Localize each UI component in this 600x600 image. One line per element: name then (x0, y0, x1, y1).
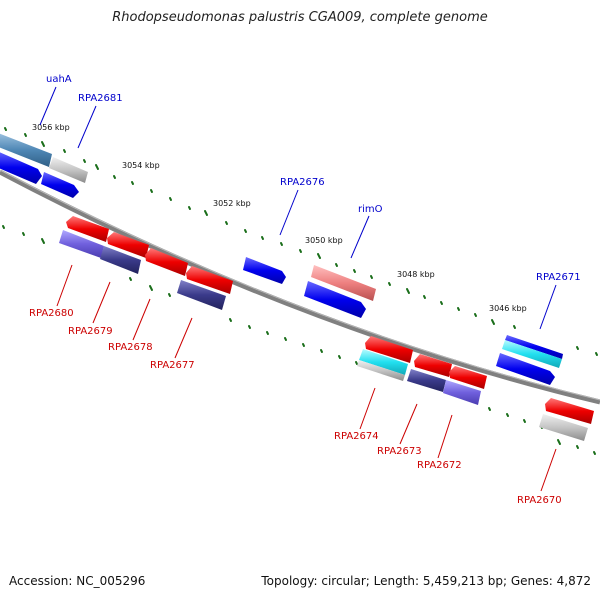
scale-label-3048: 3048 kbp (397, 270, 435, 279)
gene-red-1[interactable] (66, 216, 109, 242)
label-uahA: uahA (46, 74, 72, 85)
gene-RPA2677-red[interactable] (186, 266, 233, 294)
forward-label-leaders (39, 86, 557, 330)
label-RPA2676: RPA2676 (280, 177, 325, 188)
gene-RPA2670[interactable] (539, 414, 588, 441)
upper-tick-row (4, 127, 598, 356)
gene-RPA2673[interactable] (407, 369, 446, 392)
gene-RPA2673-red[interactable] (414, 354, 452, 377)
label-RPA2678: RPA2678 (108, 342, 153, 353)
gene-RPA2680[interactable] (59, 230, 104, 258)
gene-red-2[interactable] (107, 232, 149, 258)
gene-blue-mid[interactable] (304, 281, 366, 318)
label-RPA2672: RPA2672 (417, 460, 462, 471)
lower-tick-row (2, 225, 596, 455)
scale-label-3056: 3056 kbp (32, 123, 70, 132)
scale-label-3046: 3046 kbp (489, 304, 527, 313)
scale-label-3054: 3054 kbp (122, 161, 160, 170)
gene-RPA2674[interactable] (359, 349, 408, 375)
label-RPA2670: RPA2670 (517, 495, 562, 506)
gene-uahA[interactable] (0, 133, 52, 167)
reverse-genes (59, 216, 594, 441)
label-RPA2679: RPA2679 (68, 326, 113, 337)
label-RPA2673: RPA2673 (377, 446, 422, 457)
label-RPA2677: RPA2677 (150, 360, 195, 371)
genome-summary-text: Topology: circular; Length: 5,459,213 bp… (261, 574, 591, 588)
scale-label-3050: 3050 kbp (305, 236, 343, 245)
scale-label-3052: 3052 kbp (213, 199, 251, 208)
gene-blue-right[interactable] (496, 353, 555, 385)
gene-RPA2671[interactable] (502, 340, 562, 368)
label-RPA2671: RPA2671 (536, 272, 581, 283)
gene-RPA2679[interactable] (100, 246, 141, 274)
gene-RPA2676[interactable] (243, 257, 286, 284)
label-RPA2681: RPA2681 (78, 93, 123, 104)
gene-RPA2672-red[interactable] (449, 366, 487, 389)
forward-genes (0, 133, 563, 385)
genome-backbone (0, 169, 600, 405)
gene-RPA2677[interactable] (177, 280, 226, 310)
gene-RPA2678[interactable] (145, 248, 188, 276)
label-RPA2680: RPA2680 (29, 308, 74, 319)
map-title: Rhodopseudomonas palustris CGA009, compl… (112, 10, 488, 25)
accession-text: Accession: NC_005296 (9, 574, 146, 588)
genome-backbone-highlight (0, 169, 600, 401)
gene-RPA2670-red[interactable] (545, 398, 594, 424)
gene-RPA2681[interactable] (49, 157, 88, 183)
gene-left-blue-2[interactable] (41, 172, 79, 198)
gene-RPA2671-top[interactable] (505, 335, 563, 359)
gene-left-blue-1[interactable] (0, 151, 42, 184)
label-RPA2674: RPA2674 (334, 431, 379, 442)
label-rimO: rimO (358, 204, 383, 215)
gene-RPA2674-red[interactable] (365, 336, 413, 363)
gene-rimO[interactable] (311, 265, 376, 301)
reverse-label-leaders (56, 264, 557, 492)
gene-RPA2672[interactable] (443, 380, 481, 405)
gene-RPA2674-grey[interactable] (357, 360, 405, 381)
